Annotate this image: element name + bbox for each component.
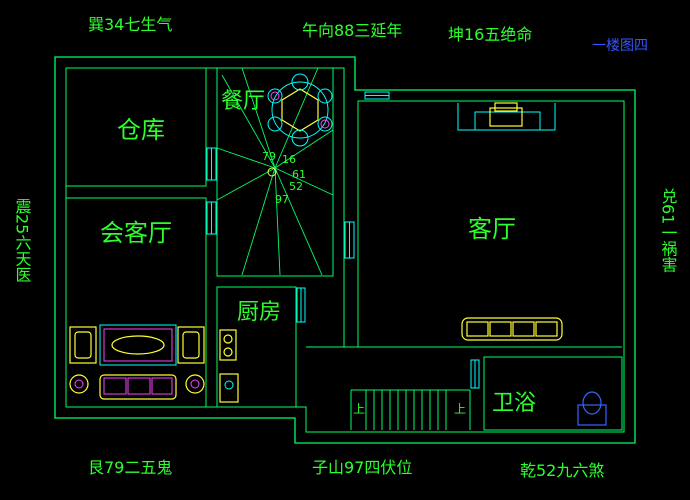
compass-number: 16 [282, 153, 296, 166]
kitchen-fixtures [219, 329, 239, 403]
room-dining: 餐厅 [221, 89, 265, 114]
staircase [350, 389, 471, 430]
direction-bottom-center: 子山97四伏位 [312, 458, 412, 477]
direction-top-left: 巽34七生气 [88, 15, 172, 34]
compass-center-icon [267, 167, 277, 177]
tv-cabinet [457, 102, 556, 131]
living-room-sofa [461, 317, 563, 341]
compass-number: 79 [262, 150, 276, 163]
compass-number: 97 [275, 193, 289, 206]
direction-top-center: 午向88三延年 [302, 21, 402, 40]
compass-number: 61 [292, 168, 306, 181]
compass-number: 52 [289, 180, 303, 193]
direction-bottom-right: 乾52九六煞 [520, 461, 604, 480]
direction-top-right: 坤16五绝命 [448, 25, 532, 44]
storage-walls [65, 67, 207, 187]
stair-up-left: 上 [353, 402, 365, 416]
room-meeting: 会客厅 [100, 219, 172, 247]
room-bathroom: 卫浴 [492, 391, 536, 416]
bathroom-walls [483, 356, 623, 431]
direction-bottom-left: 艮79二五鬼 [88, 458, 172, 477]
dining-walls [216, 68, 334, 277]
stair-up-right: 上 [454, 402, 466, 416]
interior-walls [65, 67, 623, 431]
toilet [577, 391, 607, 426]
room-living: 客厅 [468, 215, 516, 243]
compass-rays [216, 67, 334, 276]
windows [206, 91, 480, 389]
direction-right-vertical: 兑61一祸害 [659, 188, 678, 272]
kitchen-walls [216, 286, 297, 408]
direction-left-vertical: 震25六天医 [13, 198, 32, 282]
room-storage: 仓库 [117, 116, 165, 144]
floor-label: 一楼图四 [592, 38, 648, 54]
meeting-room-furniture [69, 324, 205, 400]
meeting-room-walls [65, 197, 207, 408]
room-kitchen: 厨房 [237, 300, 281, 325]
dining-table [267, 73, 333, 147]
